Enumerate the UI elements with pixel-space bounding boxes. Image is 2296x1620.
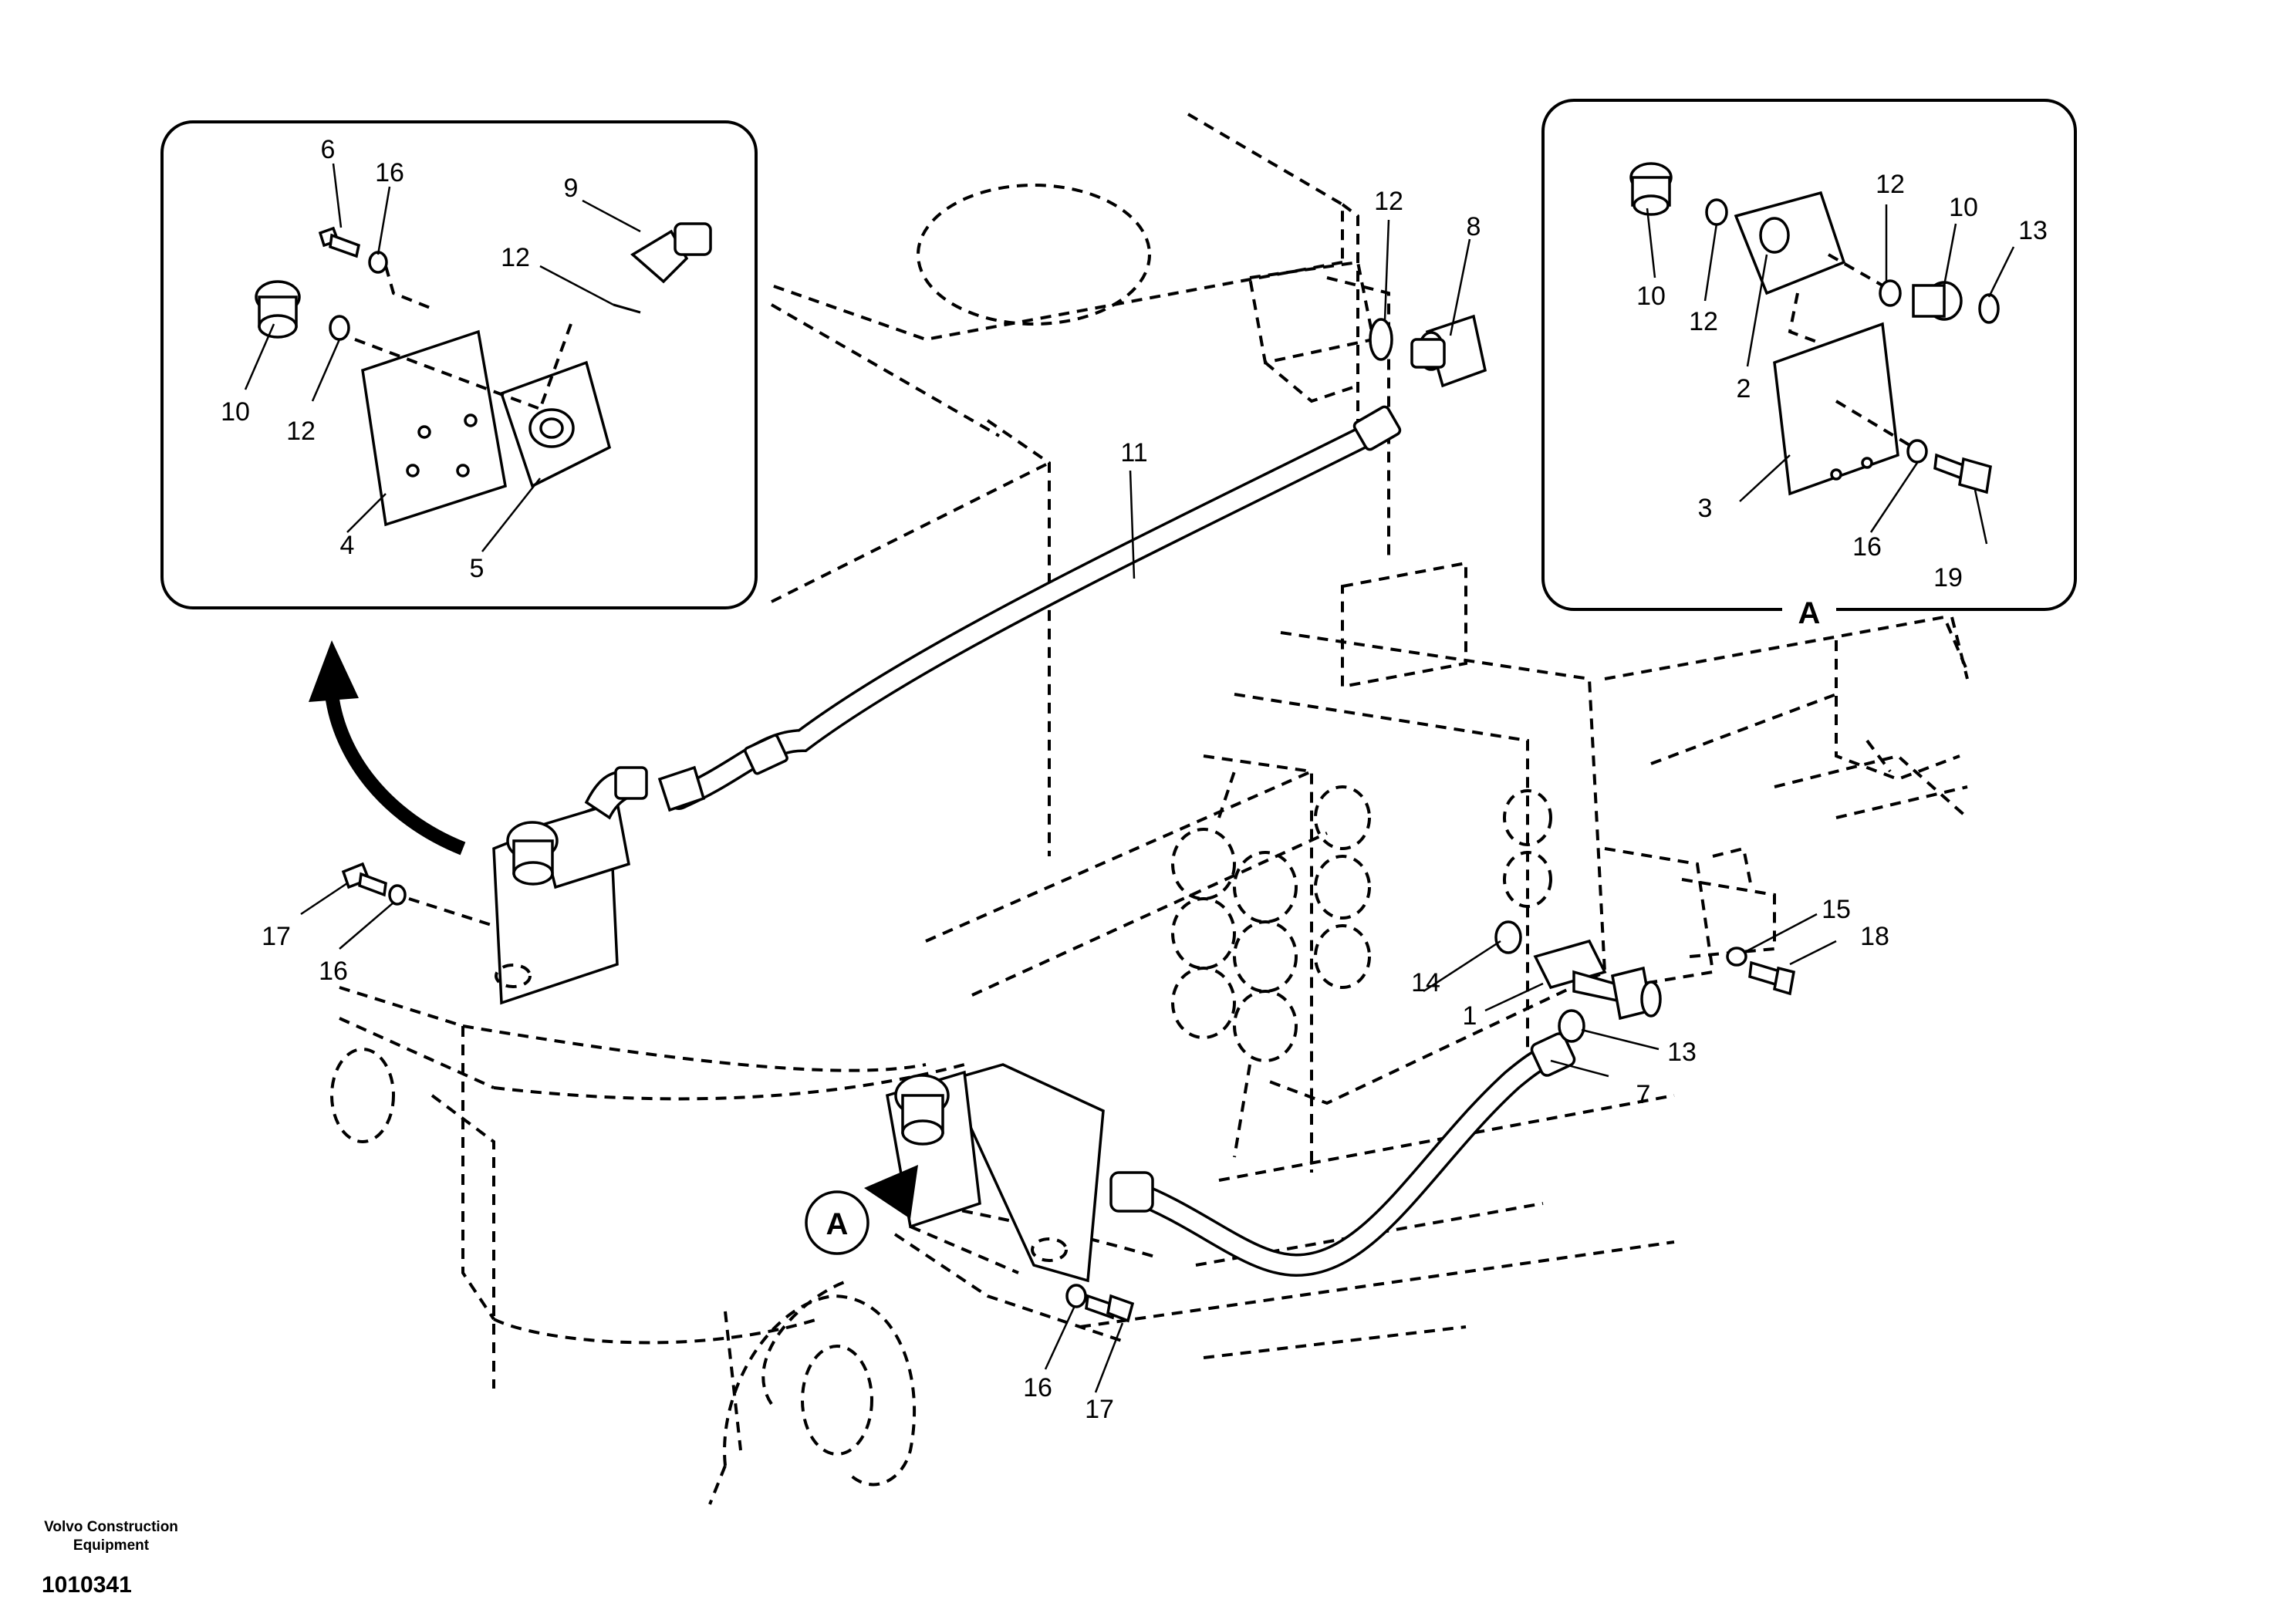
label-11: 11 (1120, 438, 1147, 467)
detail-inset-right (1541, 99, 2077, 611)
footer: Volvo Construction Equipment 1010341 (42, 1518, 181, 1598)
label-13-a: 13 (2018, 216, 2048, 245)
label-8: 8 (1467, 212, 1481, 241)
label-5: 5 (470, 554, 485, 583)
upper-mount-assembly (341, 766, 648, 1005)
fitting-8-assembly (1248, 260, 1487, 403)
label-2: 2 (1737, 374, 1751, 403)
manufacturer-line-1: Volvo Construction (44, 1519, 178, 1535)
label-10-a-left: 10 (1636, 282, 1666, 311)
label-18: 18 (1860, 922, 1889, 951)
label-4: 4 (340, 531, 355, 560)
label-13-main: 13 (1667, 1038, 1697, 1067)
control-valve-block (1171, 561, 1776, 1173)
machine-outline (330, 113, 1969, 1505)
detail-arrow (309, 640, 466, 856)
label-12-main: 12 (1374, 187, 1403, 216)
hose-7 (1109, 1032, 1576, 1277)
manufacturer-name: Volvo Construction Equipment (42, 1518, 181, 1555)
label-16-a: 16 (1852, 532, 1882, 562)
label-3: 3 (1698, 494, 1713, 523)
label-17-upper: 17 (262, 922, 291, 951)
view-marker-a: A (826, 1207, 849, 1241)
view-a-pointer (805, 1165, 918, 1255)
document-number: 1010341 (42, 1572, 132, 1598)
leader-lines (244, 163, 2015, 1393)
manufacturer-line-2: Equipment (73, 1537, 150, 1554)
item-labels: 6 16 9 12 10 12 4 5 11 12 8 10 12 2 12 1… (221, 135, 2048, 1424)
label-19: 19 (1933, 563, 1963, 592)
lower-mount-assembly (886, 1063, 1135, 1323)
label-16-upper: 16 (319, 957, 348, 986)
label-12-inset-top: 12 (501, 243, 530, 272)
label-6: 6 (321, 135, 336, 164)
view-title-a-text: A (1798, 596, 1821, 630)
label-14: 14 (1411, 968, 1440, 997)
view-title-a: A (1782, 592, 1836, 631)
label-12-a-right: 12 (1876, 170, 1905, 199)
label-12-inset-left: 12 (286, 417, 316, 446)
label-7: 7 (1636, 1080, 1651, 1109)
label-16-lower: 16 (1023, 1373, 1052, 1402)
label-16-inset: 16 (375, 158, 404, 187)
label-12-a-left: 12 (1689, 307, 1718, 336)
detail-inset-left (160, 120, 758, 609)
label-1: 1 (1463, 1001, 1477, 1031)
label-17-lower: 17 (1085, 1395, 1114, 1424)
label-10-a-right: 10 (1949, 193, 1978, 222)
label-9: 9 (564, 174, 579, 203)
label-15: 15 (1822, 895, 1851, 924)
hose-11 (657, 405, 1402, 812)
fitting-1-assembly (1494, 920, 1796, 1043)
label-10-inset: 10 (221, 397, 250, 427)
